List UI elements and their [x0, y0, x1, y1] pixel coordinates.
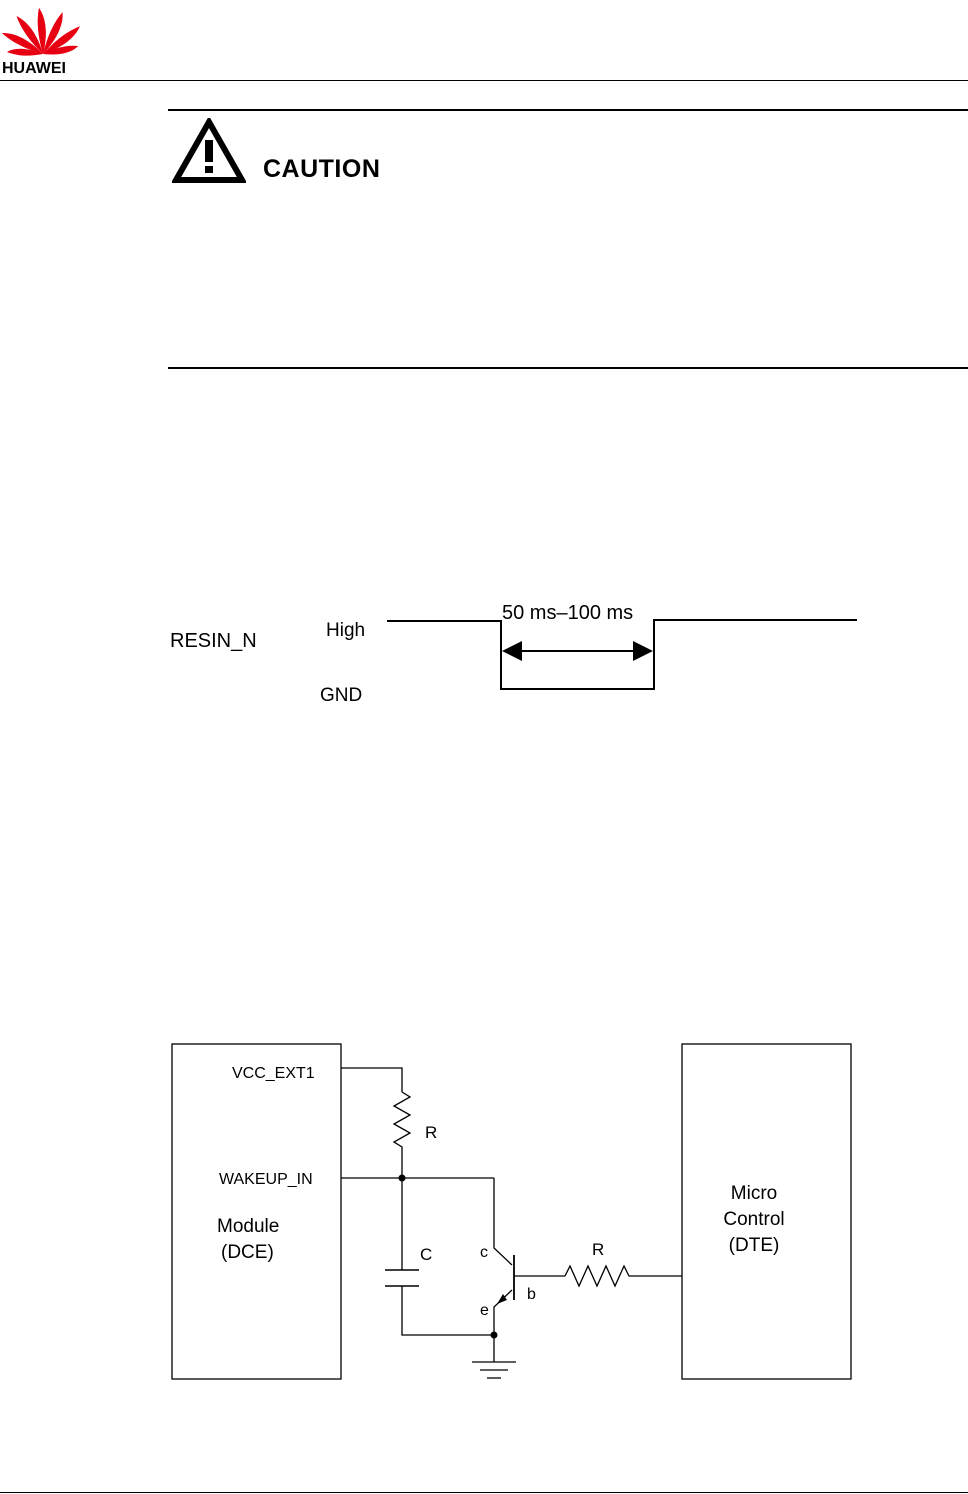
mcu-title-3: (DTE) — [729, 1235, 780, 1256]
pullup-resistor-label: R — [425, 1123, 437, 1142]
level-low-label: GND — [320, 685, 362, 706]
header-divider — [0, 80, 968, 81]
signal-waveform — [387, 619, 857, 690]
level-high-label: High — [326, 620, 365, 641]
signal-name: RESIN_N — [170, 630, 257, 652]
base-label: b — [527, 1286, 536, 1303]
mcu-title-1: Micro — [731, 1183, 777, 1204]
module-title-1: Module — [217, 1216, 279, 1237]
vcc-wire — [341, 1067, 403, 1092]
caution-bottom-rule — [168, 367, 968, 369]
cap-bottom-wire — [401, 1286, 494, 1336]
pin-wakeup-label: WAKEUP_IN — [219, 1171, 313, 1188]
pulse-width-label: 50 ms–100 ms — [502, 602, 633, 624]
collector-label: c — [480, 1244, 488, 1261]
pullup-resistor — [392, 1091, 412, 1178]
capacitor-label: C — [420, 1245, 432, 1264]
mcu-box — [681, 1043, 852, 1380]
emitter-wire — [493, 1289, 513, 1335]
huawei-flower-icon — [1, 8, 80, 56]
mcu-title-2: Control — [723, 1209, 784, 1230]
reset-timing-diagram: RESIN_N High GND 50 ms–100 ms — [160, 590, 880, 720]
module-box — [171, 1043, 342, 1380]
module-title-2: (DCE) — [221, 1242, 274, 1263]
warning-triangle-icon — [170, 115, 248, 184]
wakeup-circuit-diagram: Module (DCE) VCC_EXT1 WAKEUP_IN Micro Co… — [160, 1030, 870, 1390]
emitter-arrow — [497, 1294, 507, 1304]
huawei-logo — [0, 0, 86, 80]
brand-name: HUAWEI — [2, 60, 66, 77]
emitter-label: e — [480, 1302, 489, 1319]
base-resistor — [564, 1264, 682, 1288]
base-resistor-label: R — [592, 1240, 604, 1259]
caution-label: CAUTION — [263, 155, 381, 183]
caution-top-rule — [168, 109, 968, 111]
collector-wire — [493, 1178, 513, 1266]
footer-divider — [0, 1492, 968, 1493]
pin-vcc-label: VCC_EXT1 — [232, 1065, 315, 1082]
